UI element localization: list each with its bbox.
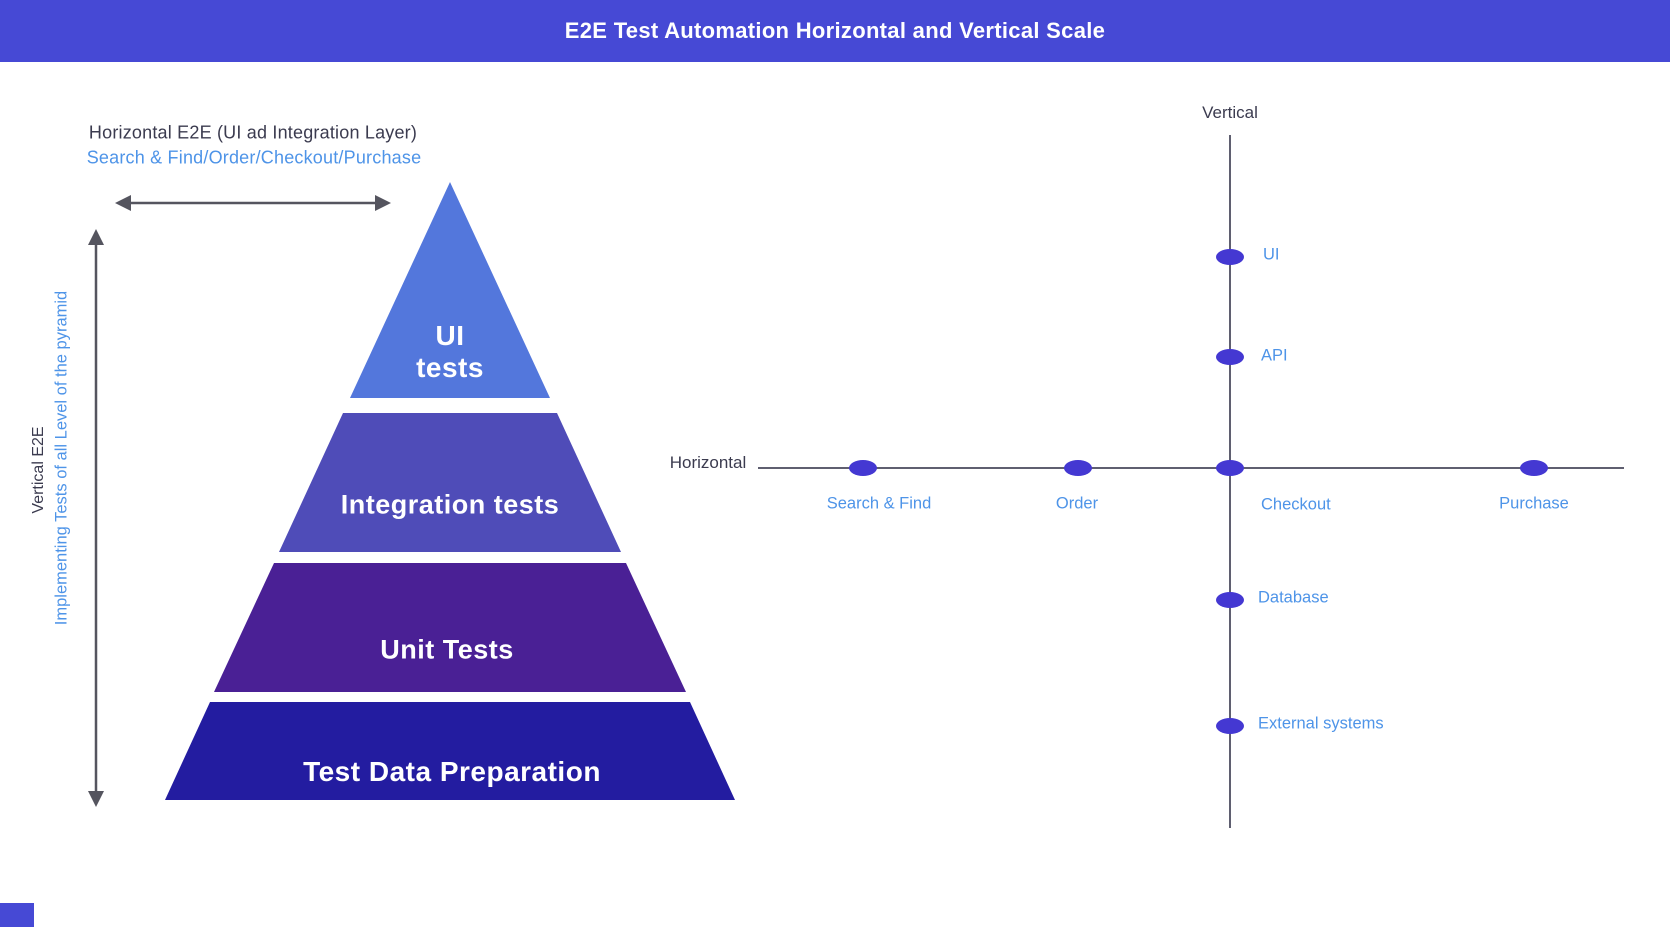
point-dot-ui — [1216, 249, 1244, 265]
pyramid-label-test-data-preparation: Test Data Preparation — [303, 755, 601, 787]
pyramid-label-unit-tests: Unit Tests — [380, 634, 514, 665]
point-label-ui: UI — [1263, 245, 1280, 264]
horizontal-annotation-subtitle: Search & Find/Order/Checkout/Purchase — [86, 147, 422, 168]
vertical-annotation-subtitle: Implementing Tests of all Level of the p… — [52, 290, 71, 626]
point-label-order: Order — [1055, 494, 1099, 513]
vertical-axis-label: Vertical — [1202, 103, 1258, 122]
pyramid-layer-test-data-preparation — [165, 702, 735, 800]
point-label-search-find: Search & Find — [826, 494, 932, 513]
pyramid-layer-integration-tests — [279, 413, 621, 552]
pyramid-layer-ui-tests — [350, 182, 550, 398]
horizontal-double-arrow-icon — [115, 195, 391, 211]
point-dot-api — [1216, 349, 1244, 365]
pyramid-label-integration-tests: Integration tests — [340, 489, 560, 520]
horizontal-axis-label: Horizontal — [669, 453, 747, 472]
pyramid-label-ui-tests: UI tests — [416, 319, 484, 383]
point-dot-database — [1216, 592, 1244, 608]
point-dot-search-find — [849, 460, 877, 476]
vertical-double-arrow-icon — [88, 229, 104, 807]
point-dot-order — [1064, 460, 1092, 476]
header-bar: E2E Test Automation Horizontal and Verti… — [0, 0, 1670, 62]
corner-accent-square — [0, 903, 34, 927]
point-label-database: Database — [1258, 588, 1329, 607]
vertical-annotation-title: Vertical E2E — [30, 426, 47, 514]
horizontal-annotation-title: Horizontal E2E (UI ad Integration Layer) — [88, 122, 418, 143]
point-label-checkout: Checkout — [1261, 495, 1331, 514]
point-label-purchase: Purchase — [1499, 494, 1569, 513]
pyramid-layer-unit-tests — [214, 563, 686, 692]
point-dot-purchase — [1520, 460, 1548, 476]
point-label-external-systems: External systems — [1258, 714, 1384, 733]
point-label-api: API — [1261, 346, 1288, 365]
page-title: E2E Test Automation Horizontal and Verti… — [564, 18, 1106, 43]
point-dot-external-systems — [1216, 718, 1244, 734]
point-dot-checkout — [1216, 460, 1244, 476]
